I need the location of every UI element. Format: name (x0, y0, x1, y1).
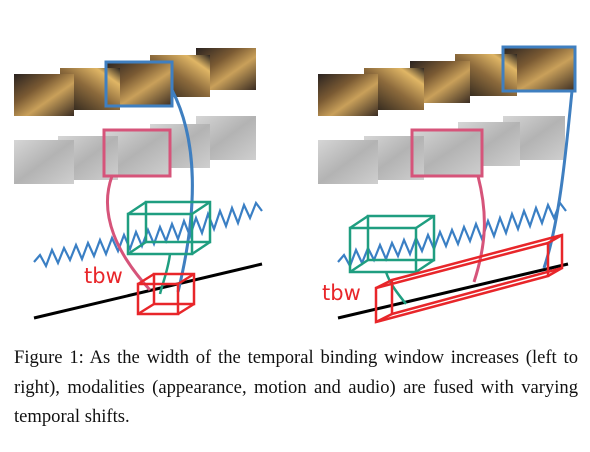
left-motion-curve (106, 175, 152, 292)
right-tbw-label: tbw (322, 281, 361, 305)
flow-frame-highlight (102, 128, 172, 178)
flow-frame (318, 140, 378, 184)
left-time-axis (33, 262, 263, 320)
figure: tbw (14, 45, 577, 324)
left-tbw-box (136, 272, 196, 316)
right-motion-curve (472, 175, 486, 283)
flow-frame (14, 140, 74, 184)
flow-frame-highlight (410, 128, 484, 178)
right-appearance-curve (542, 90, 574, 269)
rgb-frame-highlight (104, 60, 174, 108)
left-appearance-curve (170, 89, 194, 293)
right-audio-waveform (337, 200, 567, 269)
left-audio-waveform (33, 200, 263, 269)
rgb-frame (318, 74, 378, 116)
left-tbw-label: tbw (84, 264, 123, 288)
left-audio-curve (158, 253, 172, 295)
rgb-frame (14, 74, 74, 116)
left-flow-frames (14, 116, 256, 184)
right-audio-box (348, 214, 436, 274)
right-flow-frames (318, 116, 565, 184)
left-panel: tbw (14, 48, 263, 320)
left-rgb-frames (14, 48, 256, 116)
figure-caption: Figure 1: As the width of the temporal b… (14, 347, 578, 427)
left-audio-box (126, 200, 212, 256)
right-tbw-box (374, 233, 564, 324)
rgb-frame-highlight (501, 45, 577, 93)
right-panel: tbw (318, 45, 577, 324)
right-audio-curve (384, 271, 407, 305)
right-rgb-frames (318, 45, 577, 116)
